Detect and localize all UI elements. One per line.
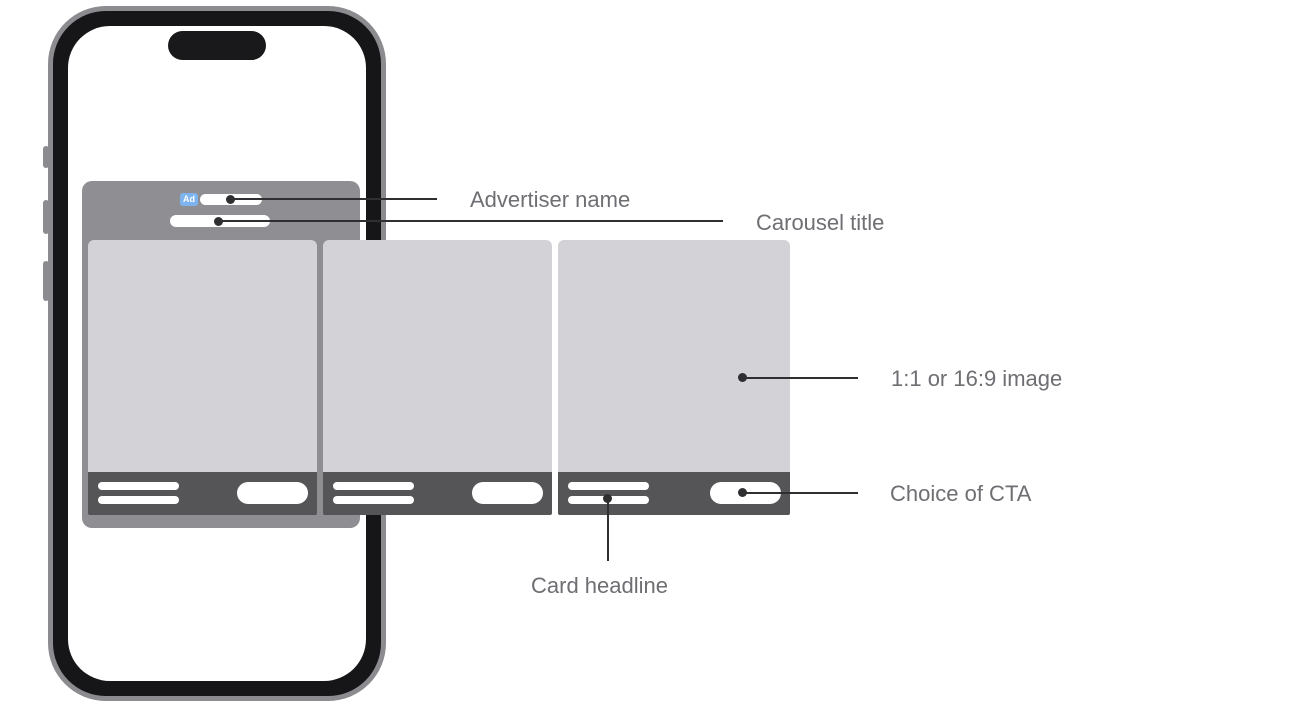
callout-dot-cta <box>738 488 747 497</box>
action-button <box>43 146 49 168</box>
dynamic-island <box>168 31 266 60</box>
carousel-card-3 <box>558 240 790 515</box>
callout-line-carousel-title <box>218 220 723 222</box>
carousel-card-1 <box>88 240 317 515</box>
callout-line-advertiser-name <box>231 198 437 200</box>
carousel-card-2 <box>323 240 552 515</box>
callout-label-image-ratio: 1:1 or 16:9 image <box>891 366 1063 391</box>
card-headline-placeholder <box>333 482 414 504</box>
callout-label-advertiser-name: Advertiser name <box>470 187 631 212</box>
card-footer <box>88 472 317 515</box>
callout-dot-image-ratio <box>738 373 747 382</box>
callout-label-cta: Choice of CTA <box>890 481 1032 506</box>
cta-button-placeholder <box>472 482 543 504</box>
ad-badge: Ad <box>180 193 198 206</box>
card-image-placeholder <box>323 240 552 472</box>
volume-up-button <box>43 200 49 234</box>
card-headline-placeholder <box>98 482 179 504</box>
headline-line <box>98 482 179 490</box>
headline-line <box>333 496 414 504</box>
card-image-placeholder <box>88 240 317 472</box>
callout-label-card-headline: Card headline <box>531 573 668 598</box>
card-footer <box>323 472 552 515</box>
cta-button-placeholder <box>237 482 308 504</box>
callout-dot-advertiser-name <box>226 195 235 204</box>
headline-line <box>333 482 414 490</box>
callout-line-image-ratio <box>743 377 858 379</box>
callout-line-cta <box>743 492 858 494</box>
headline-line <box>568 482 649 490</box>
volume-down-button <box>43 261 49 301</box>
headline-line <box>98 496 179 504</box>
card-image-placeholder <box>558 240 790 472</box>
callout-line-card-headline <box>607 497 609 561</box>
callout-label-carousel-title: Carousel title <box>756 210 885 235</box>
